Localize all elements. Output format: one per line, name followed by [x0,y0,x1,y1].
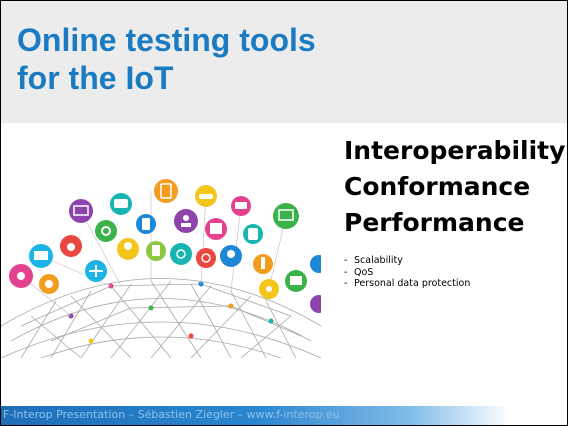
performance-bullet-list: -Scalability -QoS -Personal data protect… [344,255,470,290]
globe-wireframe [1,278,321,358]
heading-interoperability: Interoperability [344,136,566,165]
mail-icon [285,270,307,292]
power-icon [196,248,216,268]
audio-icon [9,264,33,288]
bullet-item: -Scalability [344,255,403,266]
plug-icon [170,243,192,265]
settings-icon [95,220,117,242]
bullet-item: -QoS [344,266,374,278]
tv-icon [273,203,299,229]
camera-icon [60,235,82,257]
slide-title-line-1: Online testing tools [17,22,316,58]
heading-performance: Performance [344,208,525,237]
thermometer-icon [253,254,273,274]
location-icon [220,245,242,267]
slide-title-line-2: for the IoT [17,60,174,96]
lightbulb-icon [117,238,139,260]
truck-icon [231,196,251,216]
title-band [1,1,567,123]
tablet-icon [154,179,178,203]
face-icon [39,274,59,294]
plane-icon [85,260,107,282]
phone-icon [136,214,156,234]
monitor-icon [29,244,53,268]
drop-icon [310,255,321,273]
user-group-icon [174,209,198,233]
footer-bar: F-Interop Presentation – Sébastien Ziegl… [1,406,567,425]
slide-title: Online testing tools for the IoT [17,21,316,97]
iot-globe-illustration [1,136,321,358]
laptop-icon [69,199,93,223]
status-icon [259,279,279,299]
footer-text: F-Interop Presentation – Sébastien Ziegl… [3,408,340,421]
car-icon [195,185,217,207]
coins-icon [310,295,321,313]
database-icon [243,224,263,244]
globe-nodes [68,281,274,344]
chat-icon [110,193,132,215]
heading-conformance: Conformance [344,172,531,201]
topic-headings: Interoperability Conformance Performance [344,133,565,241]
bus-icon [205,218,227,240]
bullet-item: -Personal data protection [344,278,471,289]
document-icon [146,241,166,261]
